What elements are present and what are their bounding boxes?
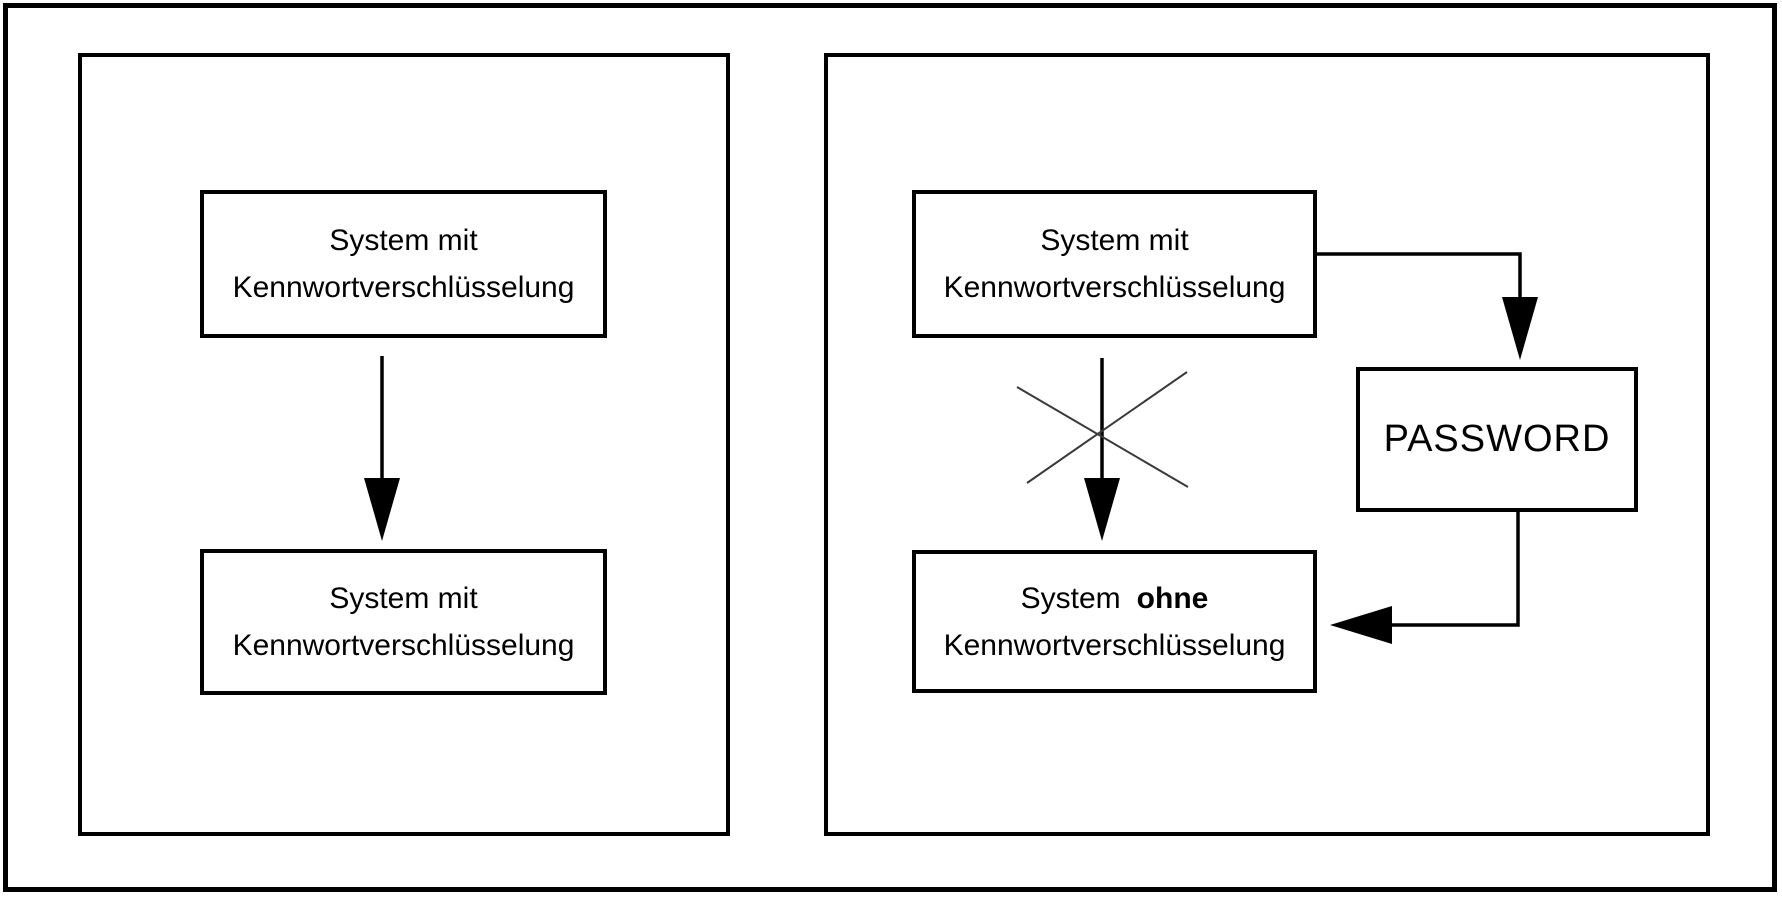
right-bottom-system-box: System ohne Kennwortverschlüsselung xyxy=(912,550,1317,693)
right-top-box-line1: System mit xyxy=(1040,224,1189,257)
left-top-box-line1: System mit xyxy=(329,224,478,257)
left-bottom-box-line1: System mit xyxy=(329,582,478,615)
left-panel xyxy=(78,53,730,836)
right-bottom-box-line2: Kennwortverschlüsselung xyxy=(943,628,1286,662)
left-bottom-box-line2: Kennwortverschlüsselung xyxy=(232,629,575,662)
password-box: PASSWORD xyxy=(1356,367,1638,512)
right-bottom-box-word-system: System xyxy=(1020,581,1121,615)
password-label: PASSWORD xyxy=(1383,418,1611,460)
right-top-system-box: System mit Kennwortverschlüsselung xyxy=(912,190,1317,338)
outer-frame xyxy=(3,3,1777,892)
right-top-box-line2: Kennwortverschlüsselung xyxy=(943,271,1286,304)
right-bottom-box-word-ohne: ohne xyxy=(1136,581,1209,615)
left-top-box-line2: Kennwortverschlüsselung xyxy=(232,271,575,304)
left-bottom-system-box: System mit Kennwortverschlüsselung xyxy=(200,549,607,695)
right-bottom-box-line1: System ohne xyxy=(1021,575,1209,622)
left-top-system-box: System mit Kennwortverschlüsselung xyxy=(200,190,607,338)
